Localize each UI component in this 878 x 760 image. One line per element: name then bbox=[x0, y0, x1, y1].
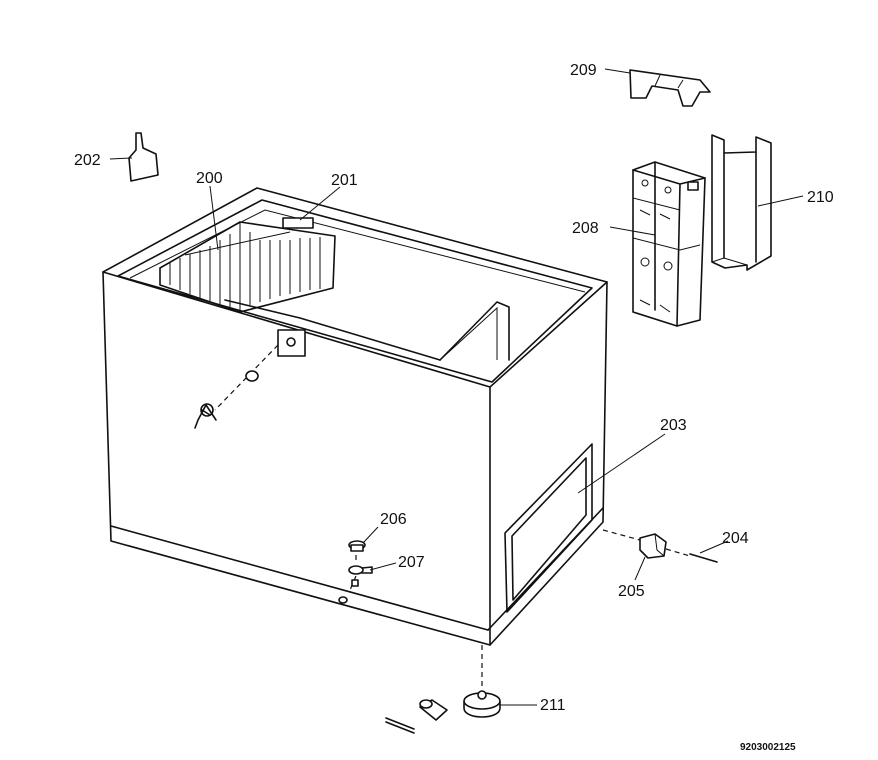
inner-divider bbox=[439, 301, 510, 361]
drain-plug-parts bbox=[338, 540, 373, 604]
part-labels: 202 200 201 209 208 210 203 204 205 206 … bbox=[74, 62, 834, 753]
cabinet-opening bbox=[117, 199, 593, 383]
foot-assembly bbox=[385, 690, 501, 734]
grille-panel bbox=[504, 443, 593, 613]
cabinet-front-face bbox=[102, 271, 491, 646]
label-210: 210 bbox=[807, 189, 834, 206]
pin-204 bbox=[689, 553, 718, 563]
label-211: 211 bbox=[540, 697, 566, 714]
rear-panel bbox=[711, 134, 772, 271]
basket bbox=[159, 217, 336, 313]
label-208: 208 bbox=[572, 220, 599, 237]
label-207: 207 bbox=[398, 554, 425, 571]
lock-housing bbox=[277, 329, 306, 357]
basket-handle bbox=[282, 217, 314, 229]
key-and-lock bbox=[194, 344, 279, 429]
scraper bbox=[128, 132, 159, 182]
label-206: 206 bbox=[380, 511, 407, 528]
drawing-code: 9203002125 bbox=[740, 742, 796, 753]
leader-lines bbox=[109, 68, 804, 706]
cabinet-right-face bbox=[489, 281, 608, 646]
cabinet-top-rim bbox=[102, 187, 608, 283]
lock-cylinder bbox=[245, 370, 259, 382]
washer-207 bbox=[348, 565, 364, 575]
pin bbox=[385, 717, 415, 730]
label-205: 205 bbox=[618, 583, 645, 600]
top-cover bbox=[629, 69, 711, 107]
control-box bbox=[632, 161, 706, 327]
side-bumper bbox=[602, 529, 718, 563]
label-202: 202 bbox=[74, 152, 101, 169]
label-203: 203 bbox=[660, 417, 687, 434]
label-201: 201 bbox=[331, 172, 358, 189]
label-200: 200 bbox=[196, 170, 223, 187]
freezer-cabinet bbox=[102, 187, 608, 690]
key bbox=[194, 404, 217, 429]
label-204: 204 bbox=[722, 530, 749, 547]
label-209: 209 bbox=[570, 62, 597, 79]
